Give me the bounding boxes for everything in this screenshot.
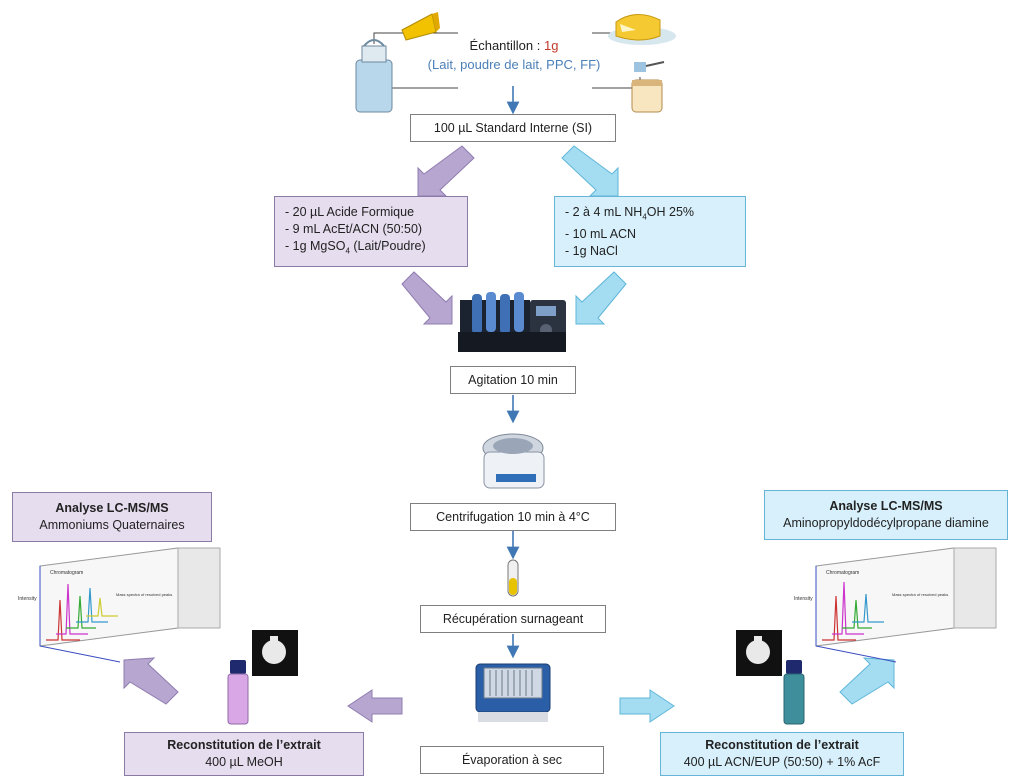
evaporation-box: Évaporation à sec bbox=[420, 746, 604, 774]
left-reagents-box: - 20 µL Acide Formique - 9 mL AcEt/ACN (… bbox=[274, 196, 468, 267]
left-reconstitution-box: Reconstitution de l’extrait 400 µL MeOH bbox=[124, 732, 364, 776]
agitation-box: Agitation 10 min bbox=[450, 366, 576, 394]
left-reagent-3: - 1g MgSO4 (Lait/Poudre) bbox=[285, 239, 426, 256]
right-reagent-3: - 1g NaCl bbox=[565, 243, 618, 258]
centrifugation-box: Centrifugation 10 min à 4°C bbox=[410, 503, 616, 531]
centrifugation-text: Centrifugation 10 min à 4°C bbox=[436, 510, 590, 524]
cheese-wedge-icon bbox=[401, 12, 440, 41]
chromatogram-3d-left: Intensity Chromatogram Mass spectra of r… bbox=[18, 547, 221, 663]
right-reagent-1: - 2 à 4 mL NH4OH 25% bbox=[565, 205, 695, 222]
sample-matrices: (Lait, poudre de lait, PPC, FF) bbox=[427, 57, 601, 72]
chart-label-chromatogram-right: Chromatogram bbox=[826, 570, 859, 576]
supernatant-text: Récupération surnageant bbox=[442, 612, 584, 626]
right-analysis-box: Analyse LC-MS/MS Aminopropyldodécylpropa… bbox=[764, 490, 1008, 540]
vial-blue-icon bbox=[783, 660, 805, 725]
arrow-left-to-agitator bbox=[401, 271, 453, 325]
internal-standard-box: 100 µL Standard Interne (SI) bbox=[410, 114, 616, 142]
arrow-evap-to-left bbox=[347, 689, 403, 723]
agitation-text: Agitation 10 min bbox=[468, 373, 558, 387]
chart-label-intensity-right: Intensity bbox=[794, 596, 813, 602]
left-reconstitution-detail: 400 µL MeOH bbox=[205, 755, 283, 769]
right-analysis-title: Analyse LC-MS/MS bbox=[829, 499, 943, 513]
sample-header: Échantillon : 1g (Lait, poudre de lait, … bbox=[400, 38, 628, 72]
arrow-evap-to-right bbox=[619, 689, 675, 723]
milk-can-icon bbox=[355, 39, 393, 113]
vial-purple-icon bbox=[227, 660, 249, 725]
left-analysis-box: Analyse LC-MS/MS Ammoniums Quaternaires bbox=[12, 492, 212, 542]
chart-label-mass-spectra: Mass spectra of resolved peaks bbox=[116, 592, 172, 597]
sample-label: Échantillon : bbox=[469, 38, 544, 53]
chart-label-mass-spectra-right: Mass spectra of resolved peaks bbox=[892, 592, 948, 597]
chromatogram-3d-right: Intensity Chromatogram Mass spectra of r… bbox=[794, 547, 997, 663]
left-reconstitution-title: Reconstitution de l’extrait bbox=[167, 738, 321, 752]
right-analysis-detail: Aminopropyldodécylpropane diamine bbox=[783, 516, 989, 530]
internal-standard-text: 100 µL Standard Interne (SI) bbox=[433, 121, 593, 135]
arrow-to-left-reagents bbox=[417, 145, 475, 197]
right-reagent-2: - 10 mL ACN bbox=[565, 226, 637, 241]
syringe-filter-icon bbox=[252, 630, 298, 676]
sample-mass: 1g bbox=[543, 38, 559, 53]
left-reagent-2: - 9 mL AcEt/ACN (50:50) bbox=[285, 222, 423, 236]
syringe-filter-icon-right bbox=[736, 630, 782, 676]
chart-label-chromatogram: Chromatogram bbox=[50, 570, 83, 576]
cheese-round-icon bbox=[608, 14, 676, 45]
test-tube-icon bbox=[507, 559, 519, 597]
left-reagent-1: - 20 µL Acide Formique bbox=[285, 205, 415, 219]
arrow-to-right-reagents bbox=[561, 145, 619, 197]
arrow-up-left-analysis bbox=[123, 657, 179, 705]
centrifuge-icon bbox=[482, 433, 545, 489]
arrow-right-to-agitator bbox=[575, 271, 627, 325]
powder-jar-icon bbox=[631, 61, 665, 113]
right-reconstitution-title: Reconstitution de l’extrait bbox=[705, 738, 859, 752]
evaporation-text: Évaporation à sec bbox=[461, 753, 563, 767]
right-reagents-box: - 2 à 4 mL NH4OH 25% - 10 mL ACN - 1g Na… bbox=[554, 196, 746, 267]
sample-line: Échantillon : 1g bbox=[400, 38, 628, 53]
rotator-agitator-icon bbox=[458, 292, 566, 352]
right-reconstitution-box: Reconstitution de l’extrait 400 µL ACN/E… bbox=[660, 732, 904, 776]
chart-label-intensity: Intensity bbox=[18, 596, 37, 602]
right-reconstitution-detail: 400 µL ACN/EUP (50:50) + 1% AcF bbox=[683, 755, 881, 769]
supernatant-box: Récupération surnageant bbox=[420, 605, 606, 633]
left-analysis-detail: Ammoniums Quaternaires bbox=[39, 518, 185, 532]
evaporator-icon bbox=[475, 663, 551, 722]
left-analysis-title: Analyse LC-MS/MS bbox=[55, 501, 169, 515]
arrow-up-right-analysis bbox=[839, 657, 895, 705]
